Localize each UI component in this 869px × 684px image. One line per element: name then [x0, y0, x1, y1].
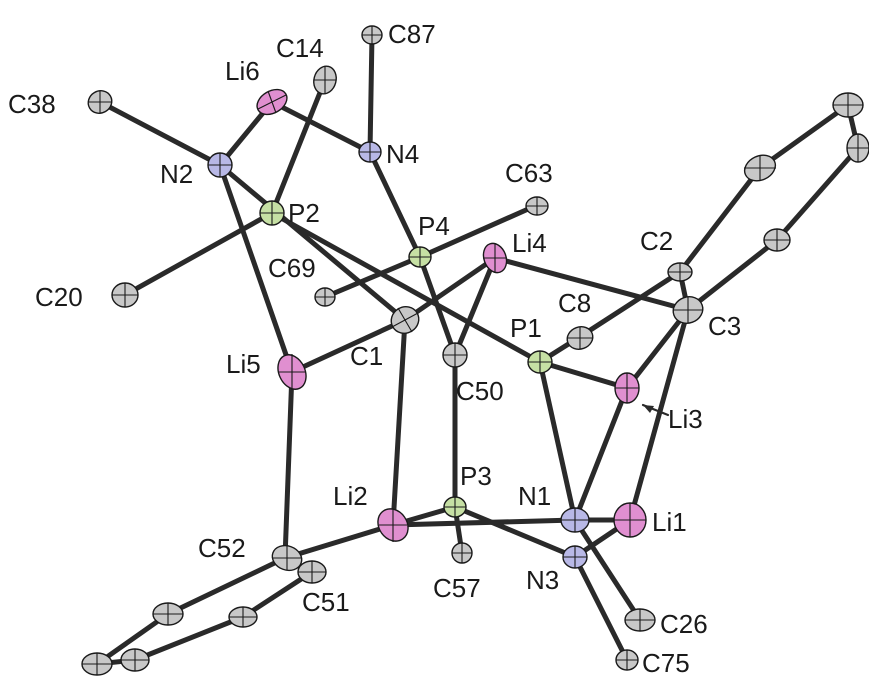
bonds: [94, 32, 861, 667]
atom-C52: [271, 544, 303, 572]
label-P2: P2: [288, 198, 320, 228]
label-C63: C63: [505, 158, 553, 188]
label-P3: P3: [460, 461, 492, 491]
atom-C1: [390, 306, 420, 334]
atom-N3: [562, 545, 588, 569]
label-N4: N4: [386, 139, 419, 169]
label-C2: C2: [640, 226, 673, 256]
label-N1: N1: [518, 481, 551, 511]
atom-C2: [667, 262, 693, 282]
atom-P3: [443, 496, 467, 518]
atom-C-ring-c: [846, 133, 869, 163]
atom-C3: [672, 296, 704, 324]
atom-N1: [560, 507, 590, 533]
label-C38: C38: [8, 89, 56, 119]
label-C52: C52: [198, 533, 246, 563]
atom-C69: [314, 287, 336, 307]
label-C75: C75: [642, 648, 690, 678]
atoms: [81, 25, 869, 676]
label-N3: N3: [526, 565, 559, 595]
label-C20: C20: [35, 282, 83, 312]
atom-C26: [624, 608, 656, 632]
atom-C-ring-b: [832, 92, 864, 118]
atom-P1: [527, 350, 553, 374]
atom-Li6: [256, 88, 288, 116]
label-Li1: Li1: [652, 507, 687, 537]
label-P4: P4: [418, 211, 450, 241]
atom-C38: [87, 90, 113, 114]
atom-C-ring-d: [763, 228, 791, 252]
label-C26: C26: [660, 609, 708, 639]
label-Li4: Li4: [512, 228, 547, 258]
atom-Li3: [614, 372, 640, 404]
atom-C20: [111, 282, 139, 308]
label-C1: C1: [350, 341, 383, 371]
atom-C8: [566, 326, 594, 350]
atom-Li1: [613, 502, 647, 538]
atom-P2: [259, 200, 285, 226]
label-C57: C57: [433, 573, 481, 603]
atom-Li4: [482, 242, 508, 274]
atom-C50: [442, 342, 468, 368]
atom-C63: [525, 196, 549, 216]
atom-C-phenyl-d: [120, 648, 150, 672]
label-Li3: Li3: [668, 404, 703, 434]
label-C87: C87: [388, 19, 436, 49]
atom-C87: [361, 25, 383, 45]
label-Li2: Li2: [333, 481, 368, 511]
atom-Li2: [377, 508, 409, 542]
label-Li5: Li5: [226, 349, 261, 379]
atom-C51: [297, 560, 327, 584]
atom-C-ring-a: [743, 154, 777, 182]
label-Li6: Li6: [225, 56, 260, 86]
atom-C75: [615, 649, 639, 671]
atom-N4: [358, 141, 382, 163]
atom-Li5: [277, 354, 307, 390]
atom-C-phenyl-a: [152, 602, 184, 626]
atom-N2: [207, 152, 233, 178]
atom-labels: C87 C14 Li6 C38 N4 N2 P2 C63 P4 Li4 C2 C…: [8, 19, 741, 678]
atom-C-phenyl-c: [81, 652, 113, 676]
label-C14: C14: [276, 33, 324, 63]
label-N2: N2: [160, 159, 193, 189]
label-C69: C69: [268, 253, 316, 283]
atom-P4: [408, 246, 432, 268]
label-C51: C51: [302, 587, 350, 617]
atom-C14: [313, 65, 337, 95]
label-C8: C8: [558, 288, 591, 318]
label-P1: P1: [510, 313, 542, 343]
atom-C57: [451, 542, 473, 564]
label-C50: C50: [456, 376, 504, 406]
atom-C-phenyl-b: [228, 606, 258, 628]
label-C3: C3: [708, 311, 741, 341]
